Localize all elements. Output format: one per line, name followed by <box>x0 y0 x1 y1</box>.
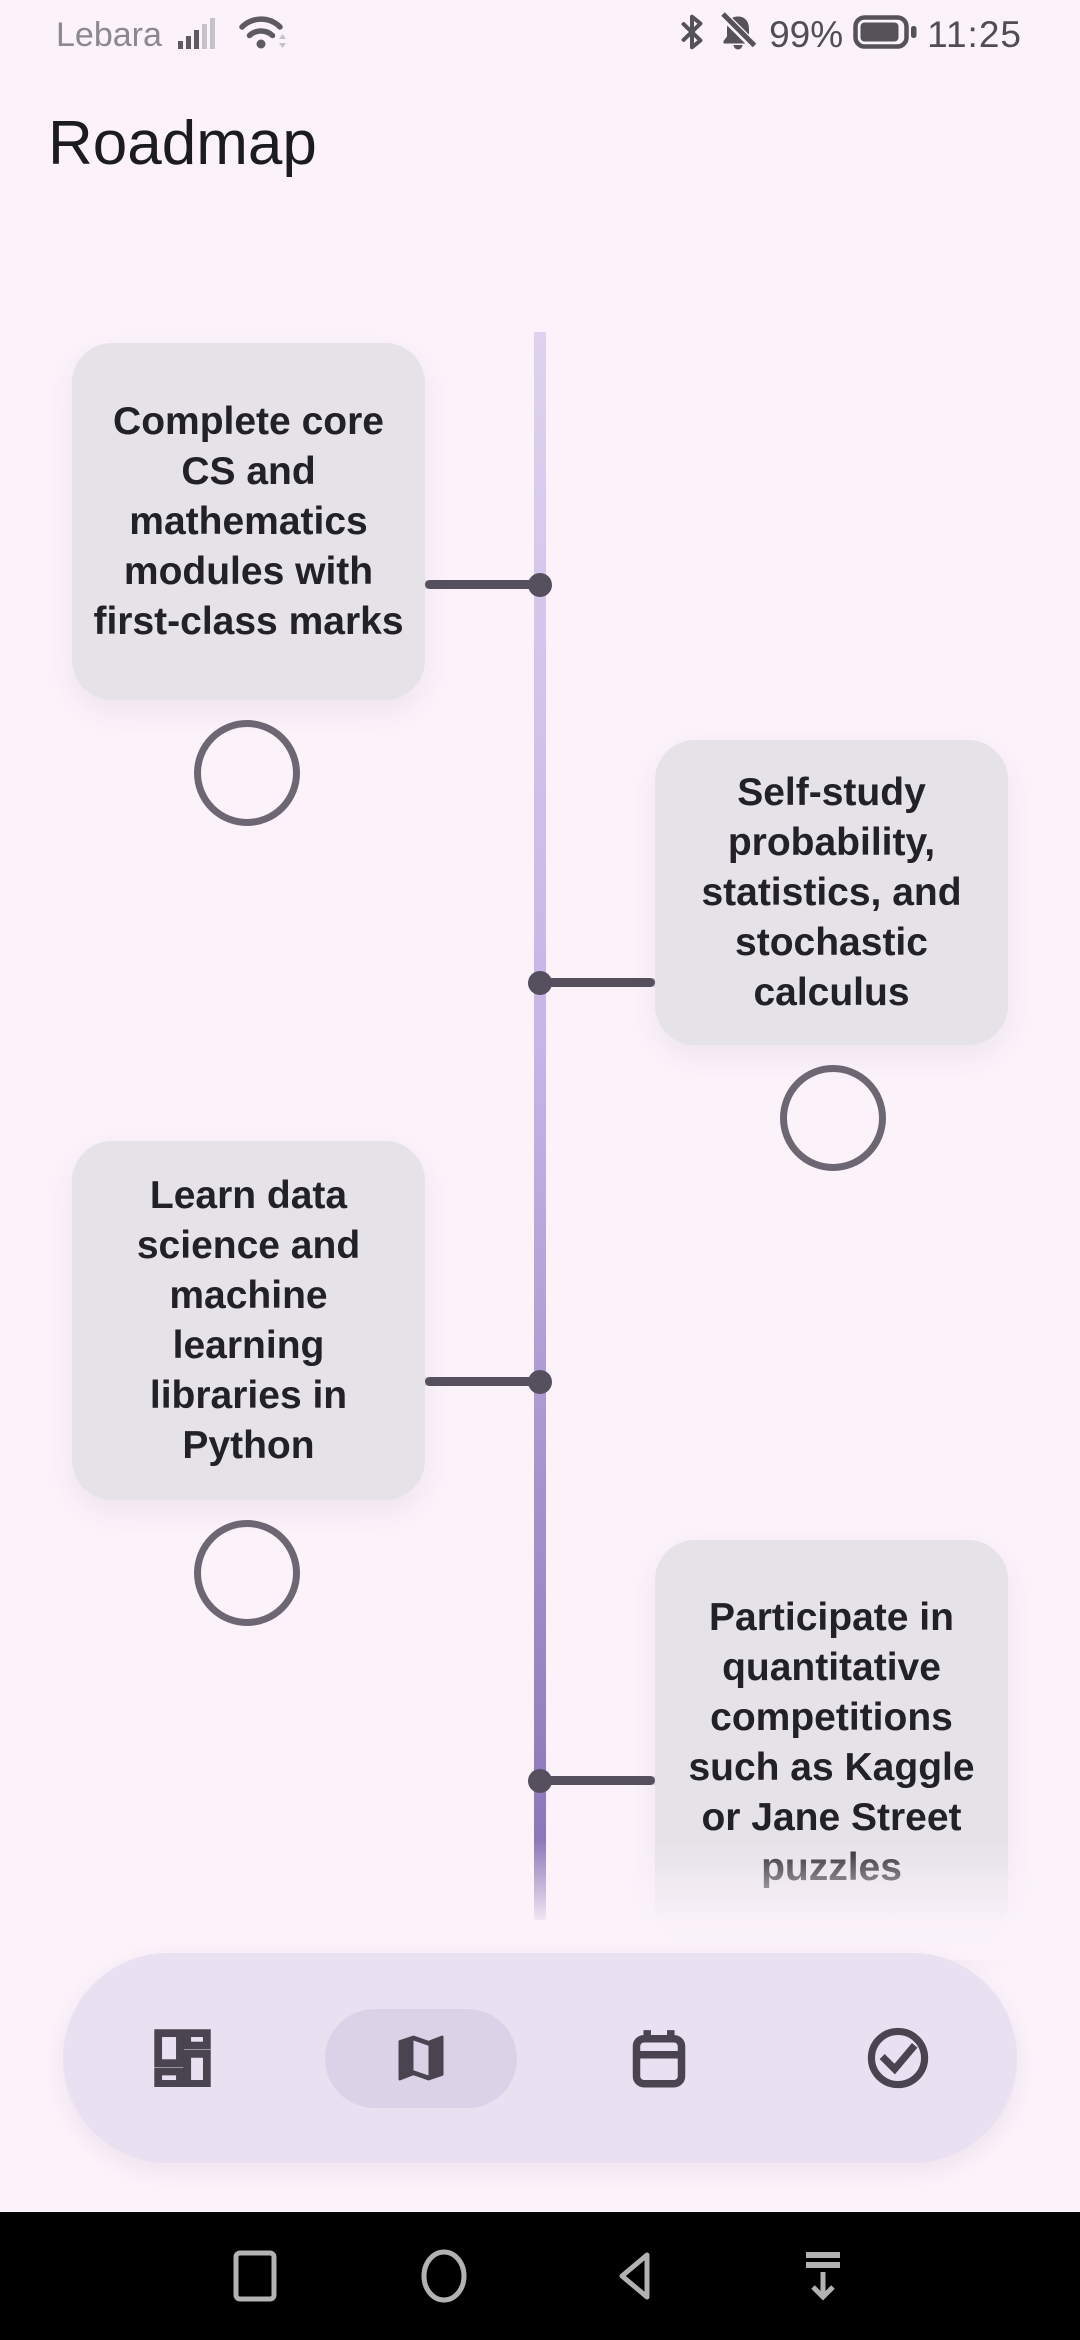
bottom-fade-overlay <box>0 1840 1080 1960</box>
timeline-dot <box>528 573 552 597</box>
milestone-card[interactable]: Self-study probability, statistics, and … <box>655 740 1008 1045</box>
check-circle-icon <box>867 2027 928 2089</box>
milestone-card[interactable]: Learn data science and machine learning … <box>72 1141 425 1500</box>
connector <box>540 978 655 987</box>
clock-label: 11:25 <box>927 13 1022 55</box>
milestone-text: Self-study probability, statistics, and … <box>701 770 962 1014</box>
milestone-status-circle[interactable] <box>194 720 300 826</box>
nav-item-tasks[interactable] <box>798 1988 998 2128</box>
connector <box>425 1377 540 1386</box>
milestone-text: Learn data science and machine learning … <box>136 1173 361 1467</box>
recents-button[interactable] <box>220 2241 290 2311</box>
carrier-label: Lebara <box>56 16 162 54</box>
page-title: Roadmap <box>48 109 317 178</box>
recents-square-icon <box>233 2250 277 2302</box>
timeline-line <box>534 332 546 1920</box>
map-icon <box>398 2035 444 2081</box>
battery-full-icon <box>853 15 917 54</box>
nav-selected-pill <box>324 2008 517 2108</box>
milestone-status-circle[interactable] <box>194 1520 300 1626</box>
hide-navbar-icon <box>806 2252 840 2301</box>
milestone-card[interactable]: Complete core CS and mathematics modules… <box>72 343 425 700</box>
system-navigation-bar <box>0 2212 1080 2340</box>
timeline-dot <box>528 1769 552 1793</box>
wifi-icon <box>238 14 288 57</box>
timeline-dot <box>528 1370 552 1394</box>
timeline-dot <box>528 971 552 995</box>
back-triangle-icon <box>619 2252 650 2300</box>
notifications-off-icon <box>716 8 759 57</box>
bottom-navigation <box>63 1953 1017 2163</box>
nav-item-map[interactable] <box>321 1988 521 2128</box>
bluetooth-icon <box>677 13 707 56</box>
calendar-icon <box>633 2030 686 2088</box>
milestone-status-circle[interactable] <box>780 1065 886 1171</box>
nav-item-dashboard[interactable] <box>82 1988 282 2128</box>
back-button[interactable] <box>599 2241 669 2311</box>
connector <box>425 580 540 589</box>
dashboard-icon <box>154 2029 211 2087</box>
connector <box>540 1776 655 1785</box>
home-button[interactable] <box>409 2241 479 2311</box>
cellular-signal-icon <box>177 17 222 54</box>
milestone-text: Complete core CS and mathematics modules… <box>93 399 404 643</box>
battery-percent-label: 99% <box>769 13 844 55</box>
home-circle-icon <box>421 2249 467 2303</box>
nav-item-calendar[interactable] <box>559 1988 759 2128</box>
status-bar: Lebara <box>0 0 1080 80</box>
hide-navbar-button[interactable] <box>788 2241 858 2311</box>
